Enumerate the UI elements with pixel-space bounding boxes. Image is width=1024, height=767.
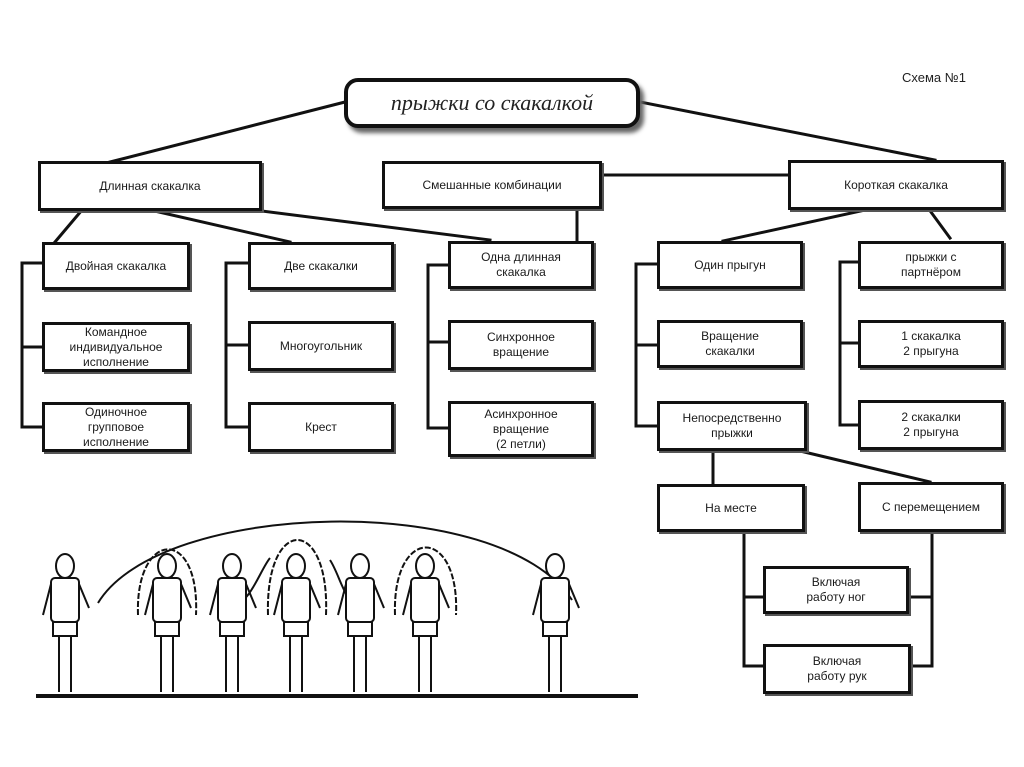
node-two-ropes: Две скакалки [248,242,394,290]
node-with-movement: С перемещением [858,482,1004,532]
jumper-figure [144,553,192,692]
jumper-figure [532,553,580,692]
connector-direct-movement [798,449,932,484]
connector-long-double [52,207,85,245]
node-polygon: Многоугольник [248,321,394,371]
node-with-legs: Включая работу ног [763,566,909,614]
node-one-long-rope: Одна длинная скакалка [448,241,594,289]
rope-loop-2 [266,539,328,616]
bracket-inplace [742,529,765,668]
node-one-jumper: Один прыгун [657,241,803,289]
rope-loop-1 [136,548,198,616]
bracket-col3 [426,263,450,430]
node-async-rotation: Асинхронное вращение (2 петли) [448,401,594,457]
connector-long-two [148,208,292,244]
jumper-figure [209,553,257,692]
node-single-group: Одиночное групповое исполнение [42,402,190,452]
jumper-figure [42,553,90,692]
connector-short-partner [925,205,953,241]
connector-title-long [108,100,347,164]
bracket-col1 [20,261,44,429]
node-direct-jumps: Непосредственно прыжки [657,401,807,451]
node-short-rope: Короткая скакалка [788,160,1004,210]
node-long-rope: Длинная скакалка [38,161,262,211]
jumper-figure [402,553,450,692]
node-mixed-combinations: Смешанные комбинации [382,161,602,209]
node-one-rope-two-jumpers: 1 скакалка 2 прыгуна [858,320,1004,368]
long-rope-arc [97,520,573,604]
node-with-arms: Включая работу рук [763,644,911,694]
diagram-title: прыжки со скакалкой [344,78,640,128]
jumper-figure [337,553,385,692]
connector-title-short [638,100,937,162]
node-cross: Крест [248,402,394,452]
node-team-individual: Командное индивидуальное исполнение [42,322,190,372]
scheme-label: Схема №1 [902,70,966,85]
bracket-movement [908,529,934,668]
node-in-place: На месте [657,484,805,532]
connector-short-onejumper [721,208,867,243]
node-rope-rotation: Вращение скакалки [657,320,803,368]
jump-rope-illustration [36,520,638,698]
node-partner-jumps: прыжки с партнёром [858,241,1004,289]
connector-long-onelong [228,205,492,242]
rope-loop-3 [393,546,458,616]
node-two-ropes-two-jumpers: 2 скакалки 2 прыгуна [858,400,1004,450]
jumper-figure [273,553,321,692]
node-double-rope: Двойная скакалка [42,242,190,290]
node-sync-rotation: Синхронное вращение [448,320,594,370]
